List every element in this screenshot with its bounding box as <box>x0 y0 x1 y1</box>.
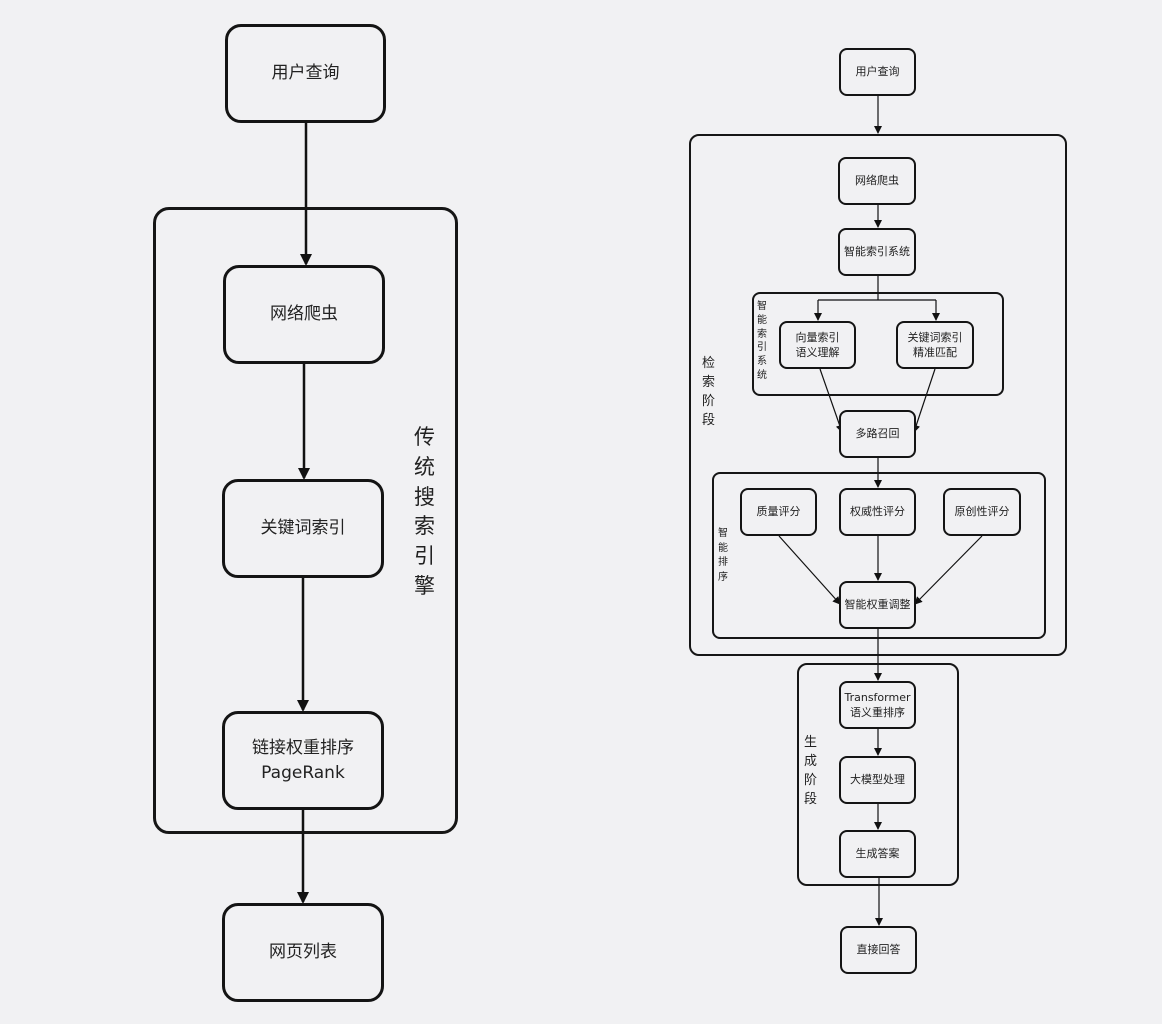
transformer-rerank-node: Transformer 语义重排序 <box>839 681 916 729</box>
left-pagerank-text: PageRank <box>261 762 345 783</box>
traditional-search-engine-label-char: 索 <box>414 514 435 539</box>
exact-match-text: 精准匹配 <box>913 346 957 359</box>
left-web-page-list-text: 网页列表 <box>269 942 337 963</box>
smart-index-system-node: 智能索引系统 <box>838 228 916 276</box>
direct-answer-node: 直接回答 <box>840 926 917 974</box>
traditional-search-engine-label-char: 搜 <box>414 484 435 509</box>
semantic-understanding-text: 语义理解 <box>795 346 840 359</box>
smart-index-system-label-char: 统 <box>757 369 767 381</box>
llm-processing-node: 大模型处理 <box>839 756 916 804</box>
smart-index-system-label: 智能索引系统 <box>757 300 767 383</box>
generate-answer-text: 生成答案 <box>855 847 900 861</box>
left-web-crawler-node: 网络爬虫 <box>223 265 385 364</box>
left-user-query-text: 用户查询 <box>271 63 340 84</box>
retrieval-stage-label-char: 索 <box>702 374 716 390</box>
smart-index-system-label-char: 能 <box>757 314 767 326</box>
quality-score-text: 质量评分 <box>756 505 801 519</box>
right-user-query-text: 用户查询 <box>855 65 900 79</box>
left-keyword-index-node: 关键词索引 <box>222 479 384 578</box>
retrieval-stage-group <box>689 134 1067 656</box>
traditional-search-engine-label-char: 传 <box>414 425 435 449</box>
smart-index-system-text: 智能索引系统 <box>844 245 910 259</box>
retrieval-stage-label-char: 检 <box>702 356 716 371</box>
smart-ranking-group <box>712 472 1046 639</box>
keyword-index-text: 关键词索引 <box>907 330 963 344</box>
left-web-crawler-text: 网络爬虫 <box>270 304 338 325</box>
originality-score-text: 原创性评分 <box>954 505 1010 519</box>
semantic-rerank-text: 语义重排序 <box>850 706 905 719</box>
smart-ranking-label-char: 排 <box>718 557 728 568</box>
smart-index-system-label-char: 智 <box>757 301 767 312</box>
left-user-query-node: 用户查询 <box>225 24 386 123</box>
llm-processing-text: 大模型处理 <box>850 773 905 787</box>
right-web-crawler-node: 网络爬虫 <box>838 157 916 205</box>
smart-weight-adjust-node: 智能权重调整 <box>839 581 916 629</box>
smart-index-system-label-char: 系 <box>757 356 767 368</box>
smart-ranking-label: 智能排序 <box>718 527 728 585</box>
authority-score-node: 权威性评分 <box>839 488 916 536</box>
left-keyword-index-text: 关键词索引 <box>260 518 346 539</box>
multi-path-recall-text: 多路召回 <box>855 427 900 441</box>
generation-stage-label-char: 生 <box>804 735 818 750</box>
left-web-page-list-node: 网页列表 <box>222 903 384 1002</box>
smart-index-system-label-char: 索 <box>757 328 767 340</box>
smart-ranking-label-char: 序 <box>718 571 728 583</box>
right-user-query-node: 用户查询 <box>839 48 916 96</box>
multi-path-recall-node: 多路召回 <box>839 410 916 458</box>
generate-answer-node: 生成答案 <box>839 830 916 878</box>
smart-index-system-label-char: 引 <box>757 342 767 354</box>
left-link-ranking-text: 链接权重排序 <box>252 737 354 758</box>
smart-ranking-label-char: 能 <box>718 542 728 554</box>
direct-answer-text: 直接回答 <box>856 943 901 957</box>
generation-stage-label-char: 阶 <box>804 772 818 788</box>
generation-stage-label: 生成阶段 <box>804 734 817 809</box>
originality-score-node: 原创性评分 <box>943 488 1021 536</box>
right-web-crawler-text: 网络爬虫 <box>855 174 899 188</box>
traditional-search-engine-label-char: 统 <box>414 454 435 479</box>
authority-score-text: 权威性评分 <box>850 505 905 519</box>
smart-ranking-label-char: 智 <box>718 528 728 539</box>
traditional-search-engine-label-char: 擎 <box>414 574 435 599</box>
generation-stage-group <box>797 663 959 886</box>
retrieval-stage-label-char: 段 <box>702 412 716 428</box>
keyword-index-node: 关键词索引 精准匹配 <box>896 321 974 369</box>
smart-index-system-group <box>752 292 1004 396</box>
left-link-ranking-node: 链接权重排序 PageRank <box>222 711 384 810</box>
traditional-search-engine-label-char: 引 <box>414 544 435 569</box>
transformer-text: Transformer <box>844 690 911 704</box>
generation-stage-label-char: 成 <box>804 753 818 769</box>
quality-score-node: 质量评分 <box>740 488 817 536</box>
retrieval-stage-label: 检索阶段 <box>702 355 715 430</box>
traditional-search-engine-label: 传统搜索引擎 <box>414 423 435 602</box>
traditional-search-engine-group <box>153 207 458 834</box>
vector-index-node: 向量索引 语义理解 <box>779 321 856 369</box>
generation-stage-label-char: 段 <box>804 791 818 807</box>
smart-weight-adjust-text: 智能权重调整 <box>844 598 911 612</box>
vector-index-text: 向量索引 <box>795 330 840 344</box>
retrieval-stage-label-char: 阶 <box>702 393 716 409</box>
